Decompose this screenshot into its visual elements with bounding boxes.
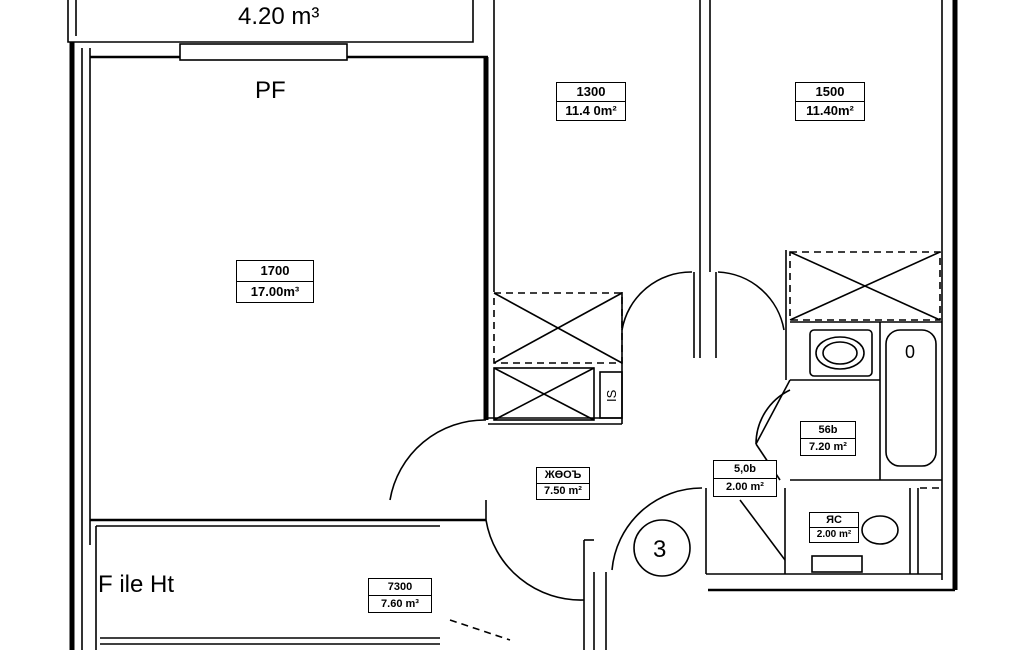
room-code: ЖӨОЪ (537, 468, 589, 484)
room-label-1500: 1500 11.40m² (795, 82, 865, 121)
room-label-50b: 5,0b 2.00 m² (713, 460, 777, 497)
walls (67, 0, 958, 650)
room-code: 56b (801, 422, 855, 439)
room-code: 1500 (796, 83, 864, 102)
misc-glyph: IS (604, 389, 619, 402)
room-label-corridor: ЖӨОЪ 7.50 m² (536, 467, 590, 500)
room-area: 7.20 m² (809, 441, 847, 453)
room-file-ht-label: F ile Ht (98, 571, 174, 598)
room-label-wc: ЯC 2.00 m² (809, 512, 859, 543)
room-code: 5,0b (714, 461, 776, 479)
room-area: 7.50 m² (544, 485, 582, 497)
doors (389, 271, 791, 641)
room-area: 2.00 m² (726, 481, 764, 493)
room-label-7300: 7300 7.60 m³ (368, 578, 432, 613)
room-pf-label: PF (255, 77, 286, 104)
room-area: 2.00 m² (816, 529, 852, 540)
top-area-label: 4.20 m³ (238, 3, 319, 30)
room-area: 11.4 0m² (565, 103, 617, 118)
fixtures (599, 329, 937, 577)
room-area: 17.00m³ (250, 284, 300, 299)
room-label-56b: 56b 7.20 m² (800, 421, 856, 456)
room-label-1300: 1300 11.4 0m² (556, 82, 626, 121)
closets (493, 251, 941, 489)
room-area: 7.60 m³ (381, 598, 419, 610)
bath-label: 0 (905, 342, 915, 362)
room-code: ЯC (810, 513, 858, 528)
room-label-1700: 1700 17.00m³ (236, 260, 314, 303)
room-code: 1300 (557, 83, 625, 102)
room-marker-3: 3 (653, 536, 666, 563)
room-code: 1700 (237, 261, 313, 282)
room-code: 7300 (369, 579, 431, 596)
room-area: 11.40m² (806, 103, 854, 118)
